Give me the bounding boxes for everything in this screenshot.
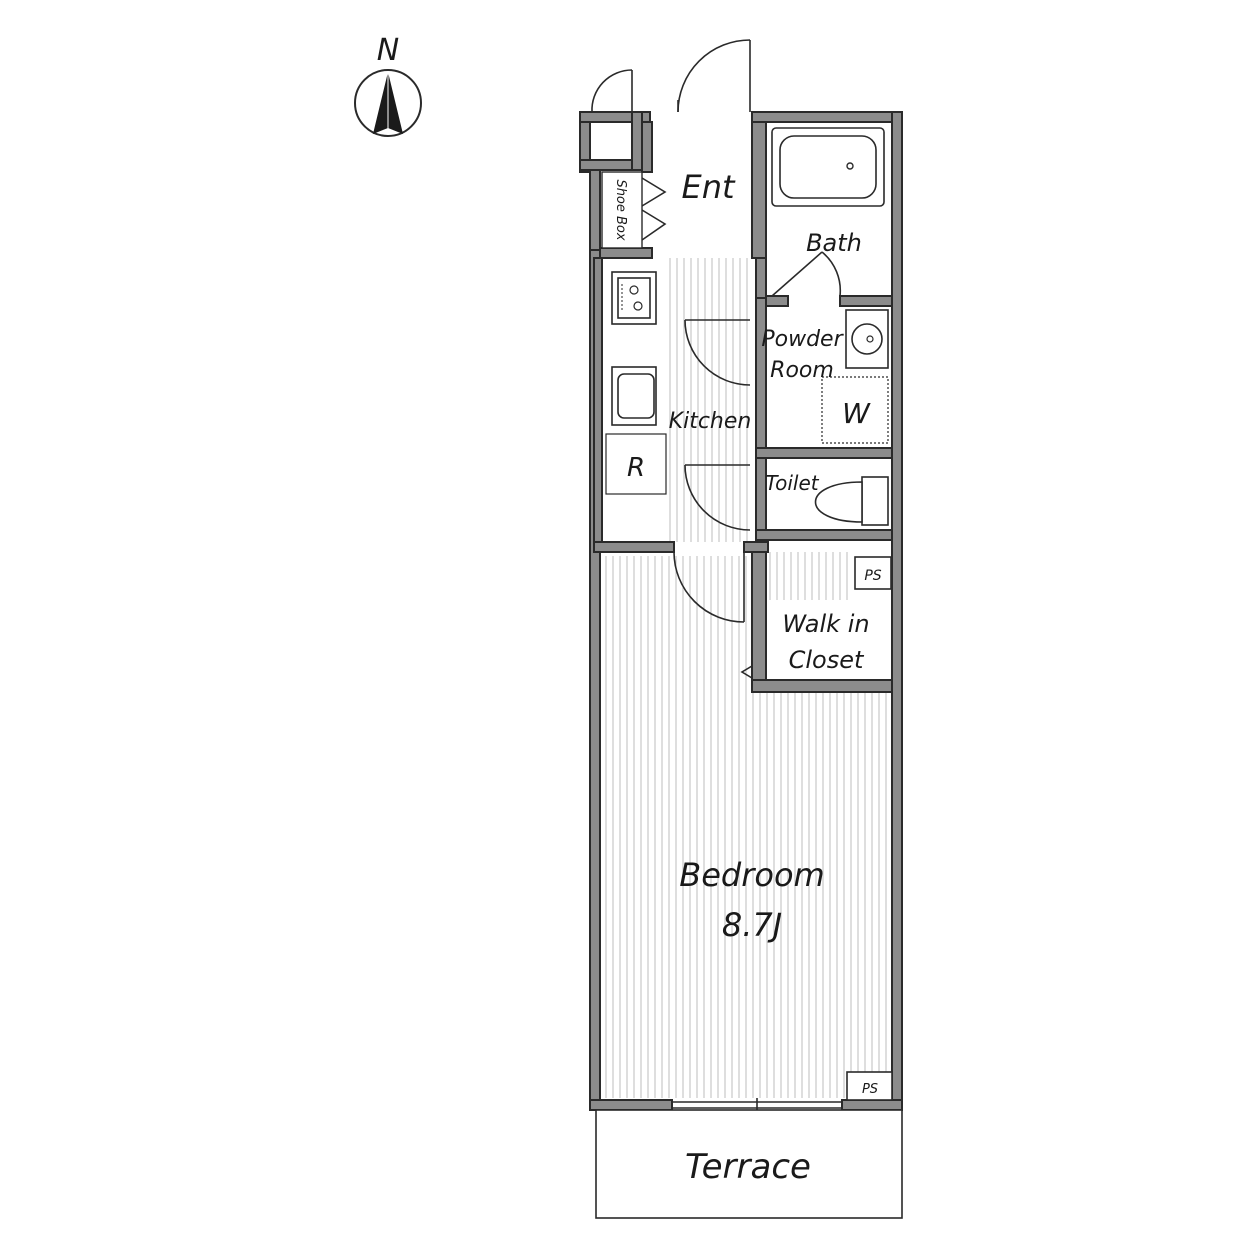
shoe-box-label: Shoe Box xyxy=(613,179,628,240)
compass-label: N xyxy=(377,33,399,68)
closet-floor-hatch xyxy=(769,552,848,600)
bathtub-icon xyxy=(771,127,885,207)
kitchen-floor-hatch xyxy=(669,258,748,542)
pipe-space-label-bottom: PS xyxy=(862,1082,878,1097)
refrigerator-label: R xyxy=(627,453,645,483)
powder-room-label-line2: Room xyxy=(770,358,834,383)
toilet-label: Toilet xyxy=(765,471,819,495)
pipe-space-label-top: PS xyxy=(864,568,881,584)
refrigerator-space xyxy=(605,433,667,495)
toilet-icon xyxy=(814,476,889,526)
washer-area xyxy=(821,376,889,444)
bedroom-label: Bedroom xyxy=(679,856,824,894)
washer-label: W xyxy=(842,397,871,430)
terrace-label: Terrace xyxy=(685,1147,811,1187)
sink-icon xyxy=(845,309,889,369)
entrance-label: Ent xyxy=(681,168,736,206)
kitchen-label: Kitchen xyxy=(669,409,752,434)
north-arrow-icon: N xyxy=(354,33,422,137)
stove-icon xyxy=(611,271,657,325)
terrace-area xyxy=(595,1109,903,1219)
bath-label: Bath xyxy=(806,229,862,257)
walk-in-closet-label-line2: Closet xyxy=(789,646,865,674)
powder-room-label-line1: Powder xyxy=(761,327,844,352)
shoe-box-cabinet xyxy=(601,171,643,249)
walk-in-closet-label-line1: Walk in xyxy=(782,610,869,638)
walls xyxy=(579,111,903,1111)
doors xyxy=(591,39,842,1110)
bedroom-floor-hatch xyxy=(605,556,887,1098)
bedroom-size-label: 8.7J xyxy=(722,906,782,944)
kitchen-sink-icon xyxy=(611,366,657,426)
